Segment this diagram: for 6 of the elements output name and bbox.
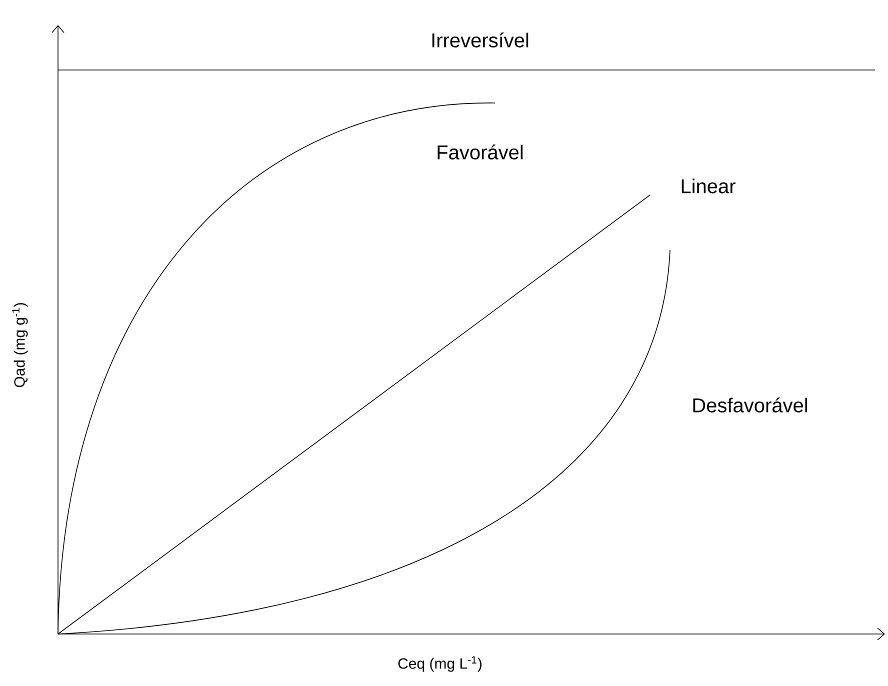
curve-label: Desfavorável (693, 398, 808, 412)
axis-label: Ceq (mg L$^{-1}$) (398, 656, 482, 672)
curve-label: Favorável (438, 144, 523, 160)
axis-label: Qad (mg g$^{-1}$) (12, 303, 28, 388)
curve-label: Linear (682, 178, 736, 194)
curve-label: Irreversível (432, 32, 528, 48)
